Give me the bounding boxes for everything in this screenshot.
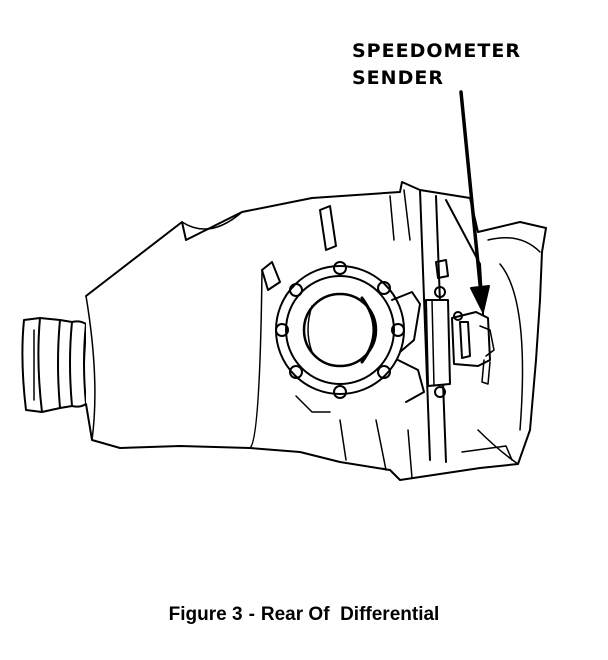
flange-bolt <box>289 365 303 379</box>
flange-bolt <box>275 323 289 337</box>
flange-bolt <box>333 261 347 275</box>
side-cover <box>425 259 451 398</box>
figure-caption: Figure 3-Rear Of Differential <box>0 604 608 626</box>
callout-line-1: SPEEDOMETER <box>352 40 521 62</box>
pinion-flange <box>275 261 425 413</box>
flange-bolt <box>289 283 303 297</box>
speedometer-sender <box>451 311 495 385</box>
flange-bolt <box>377 365 391 379</box>
figure-number: Figure 3 <box>168 604 243 625</box>
callout-line-2: SENDER <box>352 67 444 89</box>
speedometer-sender-label: SPEEDOMETER SENDER <box>352 38 521 92</box>
figure-title: Rear Of Differential <box>260 604 440 625</box>
flange-bolt <box>333 385 347 399</box>
flange-bolt <box>377 281 391 295</box>
caption-separator: - <box>248 604 255 625</box>
callout-arrow <box>459 90 490 313</box>
flange-bolt <box>391 323 405 337</box>
input-flange <box>21 317 89 413</box>
